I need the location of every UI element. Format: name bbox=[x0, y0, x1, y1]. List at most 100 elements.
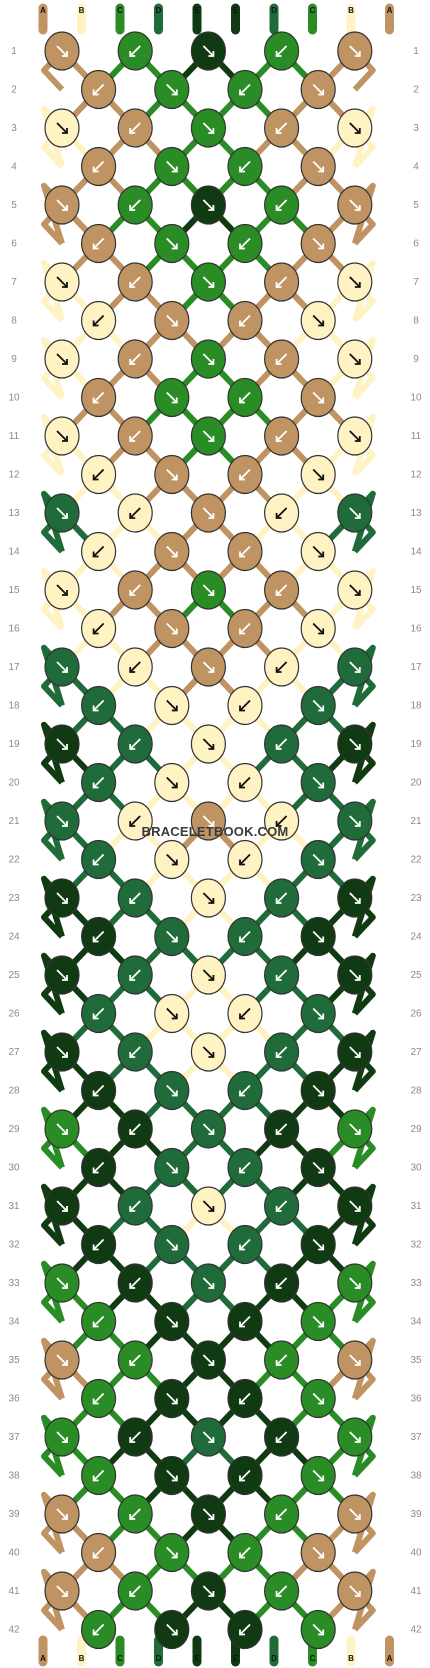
knot-arrow-icon bbox=[129, 969, 141, 981]
knot-arrow-icon bbox=[312, 83, 324, 96]
row-label-right: 41 bbox=[410, 1586, 422, 1597]
knot-arrow-icon bbox=[239, 160, 251, 173]
knot-arrow-head-icon bbox=[318, 1167, 325, 1174]
knot-arrow-icon bbox=[312, 1315, 324, 1328]
knot-arrow-icon bbox=[129, 430, 141, 442]
knot-arrow-icon bbox=[275, 276, 288, 288]
row-label-left: 19 bbox=[8, 739, 20, 750]
row-label-right: 12 bbox=[410, 470, 422, 481]
knot-arrow-icon bbox=[275, 969, 288, 981]
knot-arrow-icon bbox=[312, 468, 324, 481]
knot-arrow-head-icon bbox=[171, 1398, 178, 1405]
knot-arrow-head-icon bbox=[239, 474, 245, 481]
knot-arrow-icon bbox=[129, 738, 141, 750]
knot-arrow-head-icon bbox=[171, 474, 178, 481]
knot-arrow-icon bbox=[349, 1431, 361, 1443]
knot-arrow-icon bbox=[349, 738, 361, 750]
knot-arrow-icon bbox=[166, 1546, 178, 1559]
knot-arrow-head-icon bbox=[318, 397, 325, 404]
knot-arrow-icon bbox=[56, 661, 68, 673]
knot-arrow-icon bbox=[349, 122, 361, 134]
knot-arrow-head-icon bbox=[62, 205, 68, 211]
knot-arrow-head-icon bbox=[318, 89, 325, 96]
row-label-left: 30 bbox=[8, 1163, 20, 1174]
knot-arrow-icon bbox=[202, 661, 215, 673]
knot-arrow-icon bbox=[312, 1161, 324, 1174]
knot-arrow-head-icon bbox=[171, 1167, 178, 1174]
knot-arrow-icon bbox=[129, 1046, 141, 1058]
knot-arrow-icon bbox=[239, 1546, 251, 1559]
row-label-left: 27 bbox=[8, 1047, 20, 1058]
knot-arrow-head-icon bbox=[129, 1514, 136, 1520]
knot-arrow-head-icon bbox=[208, 436, 215, 442]
knot-arrow-head-icon bbox=[171, 397, 178, 404]
knot-arrow-icon bbox=[312, 776, 324, 789]
knot-arrow-head-icon bbox=[239, 1321, 245, 1328]
knot-arrow-head-icon bbox=[275, 1360, 282, 1366]
knot-arrow-icon bbox=[56, 1585, 68, 1597]
row-label-left: 13 bbox=[8, 508, 20, 519]
row-label-left: 14 bbox=[8, 547, 20, 558]
row-label-left: 33 bbox=[8, 1278, 20, 1289]
knot-arrow-icon bbox=[312, 391, 324, 404]
knot-arrow-head-icon bbox=[129, 667, 136, 673]
knot-arrow-icon bbox=[56, 892, 68, 904]
knot-arrow-head-icon bbox=[129, 51, 136, 57]
knot-arrow-icon bbox=[166, 1315, 178, 1328]
row-label-right: 39 bbox=[410, 1509, 422, 1520]
knot-arrow-head-icon bbox=[171, 936, 178, 943]
knot-arrow-head-icon bbox=[239, 782, 245, 789]
knot-arrow-head-icon bbox=[239, 166, 245, 173]
knot-arrow-head-icon bbox=[129, 898, 136, 904]
knot-arrow-head-icon bbox=[354, 1591, 361, 1597]
knot-arrow-icon bbox=[92, 1007, 105, 1020]
knot-arrow-head-icon bbox=[129, 1283, 136, 1289]
knot-arrow-icon bbox=[56, 276, 68, 288]
knot-arrow-head-icon bbox=[129, 436, 136, 442]
knot-arrow-icon bbox=[166, 930, 178, 943]
knot-arrow-head-icon bbox=[92, 1321, 99, 1328]
row-label-right: 4 bbox=[413, 162, 419, 173]
row-label-right: 23 bbox=[410, 893, 422, 904]
knot-arrow-icon bbox=[92, 237, 105, 250]
string-letter-bottom: D bbox=[271, 1654, 277, 1663]
knot-arrow-icon bbox=[92, 930, 105, 943]
knot-arrow-head-icon bbox=[62, 898, 68, 904]
knot-arrow-head-icon bbox=[275, 205, 282, 211]
knot-arrow-head-icon bbox=[92, 936, 99, 943]
knot-arrow-icon bbox=[349, 1046, 361, 1058]
row-label-left: 37 bbox=[8, 1432, 20, 1443]
knot-arrow-head-icon bbox=[129, 744, 136, 750]
knot-arrow-head-icon bbox=[92, 1244, 99, 1251]
row-label-right: 21 bbox=[410, 816, 422, 827]
knot-arrow-head-icon bbox=[275, 975, 282, 981]
row-label-right: 1 bbox=[413, 46, 419, 57]
knot-arrow-icon bbox=[56, 45, 68, 57]
knot-arrow-icon bbox=[312, 930, 324, 943]
knot-arrow-icon bbox=[275, 1431, 288, 1443]
knot-arrow-icon bbox=[239, 930, 251, 943]
string-letter-top: C bbox=[117, 6, 123, 15]
knot-arrow-head-icon bbox=[239, 397, 245, 404]
knot-arrow-head-icon bbox=[318, 1090, 325, 1097]
string-letter-bottom: E bbox=[233, 1654, 239, 1663]
knot-arrow-icon bbox=[129, 353, 141, 365]
knot-arrow-icon bbox=[92, 314, 105, 327]
knot-arrow-icon bbox=[129, 661, 141, 673]
knot-arrow-icon bbox=[349, 507, 361, 519]
knot-arrow-icon bbox=[92, 1238, 105, 1251]
row-label-right: 20 bbox=[410, 778, 422, 789]
row-label-right: 26 bbox=[410, 1009, 422, 1020]
row-label-right: 2 bbox=[413, 85, 419, 96]
knot-arrow-icon bbox=[129, 276, 141, 288]
knot-arrow-icon bbox=[166, 468, 178, 481]
knot-arrow-head-icon bbox=[318, 705, 325, 712]
knot-arrow-head-icon bbox=[354, 821, 361, 827]
row-label-right: 31 bbox=[410, 1201, 422, 1212]
knot-arrow-head-icon bbox=[62, 282, 68, 288]
knot-arrow-head-icon bbox=[92, 1475, 99, 1482]
knot-arrow-head-icon bbox=[129, 1591, 136, 1597]
knot-arrow-icon bbox=[312, 1084, 324, 1097]
row-label-right: 29 bbox=[410, 1124, 422, 1135]
row-label-right: 11 bbox=[411, 431, 422, 442]
